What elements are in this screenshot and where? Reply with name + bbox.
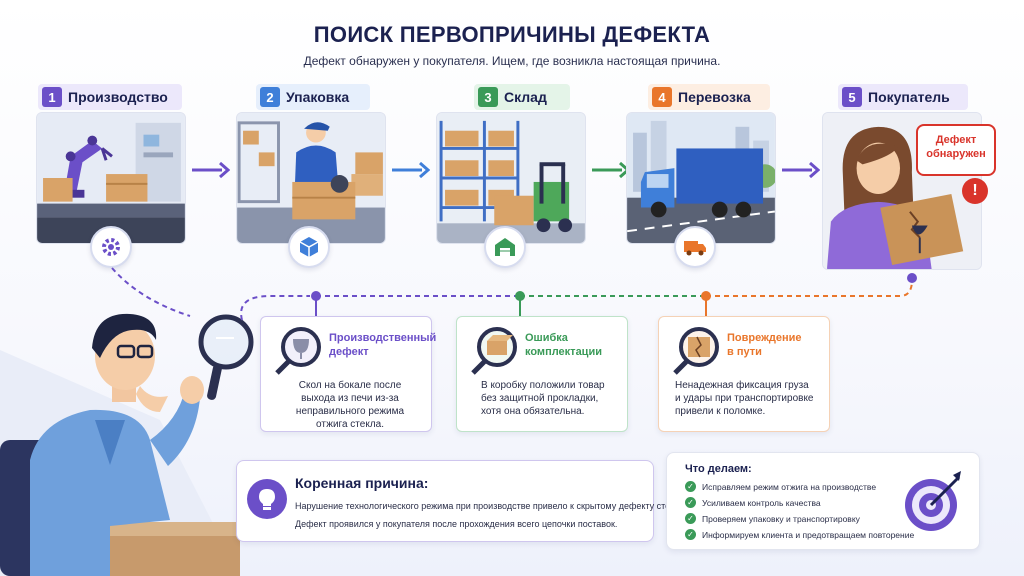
step-number: 4 bbox=[652, 87, 672, 107]
step-label-transport: 4 Перевозка bbox=[648, 84, 770, 110]
step-title: Перевозка bbox=[678, 89, 751, 105]
damaged-box-icon bbox=[673, 327, 719, 375]
magnifier-icon bbox=[198, 314, 254, 400]
check-icon: ✓ bbox=[685, 513, 696, 524]
finding-text-l3: хотя она обязательна. bbox=[481, 406, 585, 417]
alert-icon: ! bbox=[962, 178, 988, 204]
lightbulb-icon bbox=[247, 479, 287, 519]
target-icon bbox=[905, 471, 961, 531]
arrow-right-icon bbox=[592, 161, 630, 179]
action-item-text: Усиливаем контроль качества bbox=[702, 497, 821, 508]
root-cause-title: Коренная причина: bbox=[295, 475, 429, 491]
step-number: 2 bbox=[260, 87, 280, 107]
finding-text-l4: отжига стекла. bbox=[316, 419, 384, 430]
action-item-text: Проверяем упаковку и транспортировку bbox=[702, 513, 860, 524]
finding-text-l3: неправильного режима bbox=[295, 406, 405, 417]
action-item: ✓ Исправляем режим отжига на производстве bbox=[685, 481, 876, 492]
packaging-image bbox=[236, 112, 386, 244]
finding-text-l2: без защитной прокладки, bbox=[481, 393, 599, 404]
step-label-packaging: 2 Упаковка bbox=[256, 84, 370, 110]
action-panel: Что делаем: ✓ Исправляем режим отжига на … bbox=[666, 452, 980, 550]
step-title: Покупатель bbox=[868, 89, 950, 105]
page-title: ПОИСК ПЕРВОПРИЧИНЫ ДЕФЕКТА bbox=[313, 22, 711, 47]
warehouse-icon bbox=[484, 226, 526, 268]
box-icon bbox=[288, 226, 330, 268]
action-item-text: Информируем клиента и предотвращаем повт… bbox=[702, 529, 915, 540]
finding-title-l1: Повреждение bbox=[727, 332, 802, 344]
action-item: ✓ Усиливаем контроль качества bbox=[685, 497, 821, 508]
finding-title-l2: дефект bbox=[329, 346, 369, 358]
finding-card-transport: Повреждение в пути Ненадежная фиксация г… bbox=[658, 316, 830, 432]
arrow-right-icon bbox=[392, 161, 430, 179]
investigator-illustration bbox=[0, 313, 240, 576]
bubble-line-1: Дефект bbox=[935, 134, 977, 146]
production-image bbox=[36, 112, 186, 244]
check-icon: ✓ bbox=[685, 497, 696, 508]
finding-text-l3: привели к поломке. bbox=[675, 406, 766, 417]
finding-title-l1: Ошибка bbox=[525, 332, 568, 344]
check-icon: ✓ bbox=[685, 481, 696, 492]
step-label-warehouse: 3 Склад bbox=[474, 84, 570, 110]
step-title: Упаковка bbox=[286, 89, 350, 105]
step-label-production: 1 Производство bbox=[38, 84, 182, 110]
broken-glass-icon bbox=[275, 327, 321, 375]
step-label-customer: 5 Покупатель bbox=[838, 84, 968, 110]
finding-text-l1: В коробку положили товар bbox=[481, 380, 605, 391]
step-number: 5 bbox=[842, 87, 862, 107]
transport-image bbox=[626, 112, 776, 244]
step-title: Склад bbox=[504, 89, 547, 105]
finding-title-l2: в пути bbox=[727, 346, 762, 358]
truck-icon bbox=[674, 226, 716, 268]
finding-card-production: Производственный дефект Скол на бокале п… bbox=[260, 316, 436, 432]
finding-card-packaging: Ошибка комплектации В коробку положили т… bbox=[456, 316, 628, 432]
root-cause-line-2: Дефект проявился у покупателя после прох… bbox=[295, 519, 618, 529]
bubble-line-2: обнаружен bbox=[926, 148, 986, 160]
action-item: ✓ Проверяем упаковку и транспортировку bbox=[685, 513, 860, 524]
arrow-right-icon bbox=[782, 161, 820, 179]
check-icon: ✓ bbox=[685, 529, 696, 540]
defect-speech-bubble: Дефект обнаружен bbox=[916, 124, 996, 176]
finding-text-l1: Ненадежная фиксация груза bbox=[675, 380, 809, 391]
warehouse-image bbox=[436, 112, 586, 244]
action-item: ✓ Информируем клиента и предотвращаем пов… bbox=[685, 529, 914, 540]
finding-text-l2: выхода из печи из-за bbox=[301, 393, 399, 404]
step-title: Производство bbox=[68, 89, 168, 105]
arrow-right-icon bbox=[192, 161, 230, 179]
root-cause-line-1: Нарушение технологического режима при пр… bbox=[295, 501, 687, 511]
step-number: 1 bbox=[42, 87, 62, 107]
page-subtitle: Дефект обнаружен у покупателя. Ищем, где… bbox=[303, 54, 721, 68]
finding-title-l2: комплектации bbox=[525, 346, 602, 358]
finding-title-l1: Производственный bbox=[329, 332, 437, 344]
action-item-text: Исправляем режим отжига на производстве bbox=[702, 481, 877, 492]
finding-text-l2: и удары при транспортировке bbox=[675, 393, 814, 404]
box-lens-icon bbox=[471, 327, 517, 375]
finding-text-l1: Скол на бокале после bbox=[298, 380, 402, 391]
step-number: 3 bbox=[478, 87, 498, 107]
root-cause-panel: Коренная причина: Нарушение технологичес… bbox=[236, 460, 687, 542]
gear-icon bbox=[90, 226, 132, 268]
action-title: Что делаем: bbox=[685, 463, 752, 475]
